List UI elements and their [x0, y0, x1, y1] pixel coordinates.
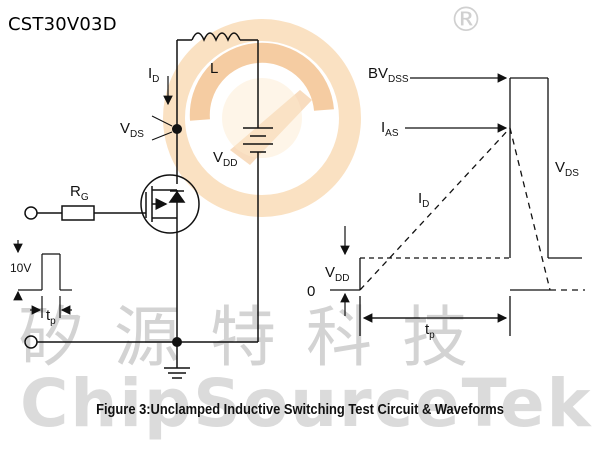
- gate-pulse-amplitude: 10V: [10, 261, 31, 275]
- registered-mark: ®: [449, 0, 483, 40]
- watermark-chinese: 矽源特科技: [18, 299, 498, 376]
- drain-junction: [172, 124, 182, 134]
- gate-resistor: [61, 205, 95, 221]
- waveform-id-label: ID: [418, 190, 429, 210]
- waveform-tp-label: tp: [425, 321, 435, 341]
- waveform-vds-label: VDS: [555, 159, 579, 179]
- mosfet-body: [140, 174, 200, 234]
- gate-pulse: [13, 240, 72, 318]
- figure-caption: Figure 3:Unclamped Inductive Switching T…: [96, 401, 504, 418]
- body-diode: [168, 190, 186, 203]
- circuit-tp-label: tp: [46, 307, 56, 327]
- id-decay: [509, 127, 551, 291]
- vds-pointer: [151, 115, 173, 127]
- waveforms: [330, 77, 585, 336]
- circuit-vds-label: VDS: [120, 120, 144, 140]
- source-junction: [172, 337, 182, 347]
- gate-resistor-label: RG: [70, 183, 89, 203]
- watermark-english: ChipSourceTek: [20, 365, 593, 442]
- inductor-symbol: [191, 32, 241, 42]
- id-ramp: [359, 127, 511, 291]
- inductor-label: L: [210, 60, 218, 77]
- drain-current-label: ID: [148, 65, 159, 85]
- ground-input-terminal: [24, 335, 38, 349]
- circuit-vdd-label: VDD: [213, 149, 237, 169]
- ias-label: IAS: [381, 119, 399, 139]
- gate-input-terminal: [24, 206, 38, 220]
- zero-label: 0: [307, 283, 315, 300]
- test-circuit: [24, 32, 273, 379]
- bvdss-label: BVDSS: [368, 65, 409, 85]
- waveform-vdd-label: VDD: [325, 264, 349, 284]
- part-number: CST30V03D: [8, 14, 117, 35]
